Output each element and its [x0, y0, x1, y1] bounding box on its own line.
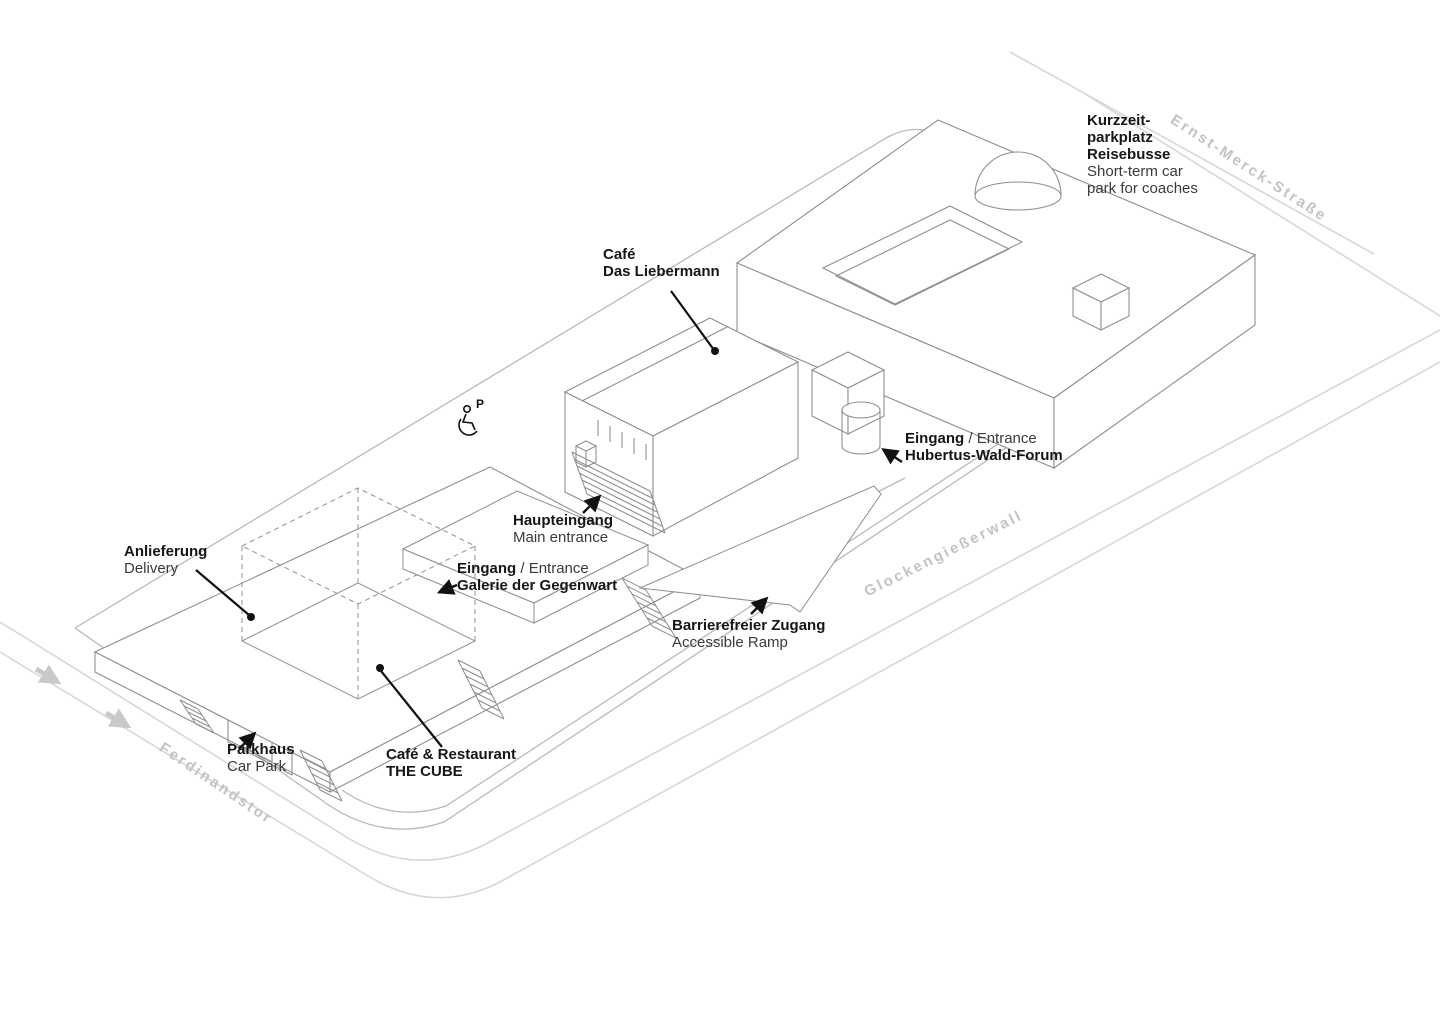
wheelchair-icon-head: [462, 404, 471, 413]
cylinder-top: [841, 401, 881, 419]
label-en: Entrance: [528, 560, 589, 577]
label-line: park for coaches: [1087, 180, 1198, 197]
label-main-entrance: Haupteingang Main entrance: [513, 512, 613, 546]
label-entrance-hwf: Eingang / Entrance Hubertus-Wald-Forum: [905, 430, 1063, 464]
dot-the-cube: [376, 664, 384, 672]
label-line: Haupteingang: [513, 512, 613, 529]
slab-front-right: [533, 544, 649, 624]
label-cafe-liebermann: Café Das Liebermann: [603, 246, 720, 280]
hwf-entrance-cylinder: [841, 401, 881, 455]
label-car-park: Parkhaus Car Park: [227, 741, 295, 775]
label-slash: /: [964, 430, 977, 447]
traffic-arrows: [34, 664, 132, 729]
label-line: Main entrance: [513, 529, 609, 546]
leader-delivery: [195, 569, 250, 616]
parking-letter: P: [476, 397, 484, 411]
accessible-parking-icon: P: [458, 397, 484, 436]
dot-cafe-liebermann: [711, 347, 719, 355]
street-ernst-merck-line2: [1081, 91, 1440, 317]
liebermann-roof-step: [581, 326, 728, 402]
arrow-main-entrance-icon: [582, 494, 602, 514]
kunsthalle-courtyard-outer: [821, 205, 1024, 305]
steps-block-sides: [575, 446, 597, 468]
liebermann-columns: [597, 420, 647, 460]
cube-top-dashed: [240, 487, 477, 605]
label-entrance-galerie: Eingang / Entrance Galerie der Gegenwart: [457, 560, 617, 594]
galerie-entrance-slab: [401, 490, 650, 624]
liebermann-wall-right: [652, 361, 799, 537]
kunsthalle-courtyard-inner: [834, 219, 1011, 306]
label-line: Galerie der Gegenwart: [457, 577, 618, 594]
arrow-accessible-ramp-icon: [750, 596, 769, 615]
label-line: Accessible Ramp: [672, 634, 788, 651]
label-line: Eingang / Entrance: [905, 430, 1063, 447]
cylinder-sides: [841, 410, 881, 455]
label-slash: /: [516, 560, 529, 577]
street-lines: [0, 51, 1440, 899]
street-ferdinandstor-glockengiesserwall-outer: [0, 361, 1440, 899]
connector-bridge: [810, 351, 886, 435]
main-entrance-steps: [571, 451, 666, 534]
label-line: Hubertus-Wald-Forum: [905, 447, 1063, 464]
kunsthalle-building: [735, 119, 1257, 470]
stairs-terrace-west: [179, 699, 215, 734]
leader-dots: [247, 347, 719, 672]
label-en: Entrance: [976, 430, 1037, 447]
label-line: Delivery: [124, 560, 179, 577]
roof-cube-right: [1100, 287, 1130, 331]
stairs: [179, 577, 677, 802]
label-line: Car Park: [227, 758, 287, 775]
stairs-plaza-mid: [457, 659, 505, 720]
site-inner-curb: [341, 325, 1179, 813]
label-line: Short-term car: [1087, 163, 1183, 180]
terrace-se-wall: [329, 577, 701, 793]
label-line: Anlieferung: [124, 543, 208, 560]
traffic-arrow-icon: [34, 664, 62, 685]
street-ferdinandstor-glockengiesserwall-inner: [0, 329, 1440, 862]
arrow-car-park-icon: [238, 731, 257, 750]
liebermann-building: [563, 317, 800, 537]
label-line: Reisebusse: [1087, 146, 1171, 163]
label-de: Eingang: [905, 430, 965, 447]
stairs-carpark-side: [299, 749, 343, 802]
pointer-arrows: [238, 448, 903, 750]
label-line: Barrierefreier Zugang: [672, 617, 826, 634]
label-line: Parkhaus: [227, 741, 295, 758]
arrow-galerie-entrance-icon: [436, 579, 458, 595]
label-line: Café: [603, 246, 636, 263]
dome-base: [974, 181, 1062, 211]
cube-edges-dashed: [241, 488, 476, 699]
stairs-ramp-side: [621, 577, 677, 639]
carpark-notch: [227, 720, 293, 776]
label-line: Café & Restaurant: [386, 746, 517, 763]
label-line: parkplatz: [1087, 129, 1153, 146]
label-de: Eingang: [457, 560, 517, 577]
label-the-cube: Café & Restaurant THE CUBE: [386, 746, 516, 780]
leader-cafe-liebermann: [670, 290, 715, 351]
wheelchair-icon-body: [461, 413, 476, 431]
label-accessible-ramp: Barrierefreier Zugang Accessible Ramp: [672, 617, 825, 651]
arrow-hwf-entrance-icon: [881, 448, 903, 465]
label-line: Das Liebermann: [603, 263, 720, 280]
wheelchair-icon-wheel: [458, 418, 478, 436]
leader-lines: [195, 290, 715, 748]
label-line: THE CUBE: [386, 763, 463, 780]
label-line: Kurzzeit-: [1087, 112, 1151, 129]
street-ernst-merck-line1: [1009, 51, 1375, 255]
label-delivery: Anlieferung Delivery: [124, 543, 207, 577]
dot-delivery: [247, 613, 255, 621]
the-cube-building: [240, 487, 477, 700]
traffic-arrow-icon: [104, 708, 132, 729]
label-coach-park: Kurzzeit- parkplatz Reisebusse Short-ter…: [1087, 112, 1198, 197]
kunsthalle-wall-right: [1053, 253, 1256, 470]
leader-the-cube: [380, 670, 443, 748]
label-line: Eingang / Entrance: [457, 560, 617, 577]
